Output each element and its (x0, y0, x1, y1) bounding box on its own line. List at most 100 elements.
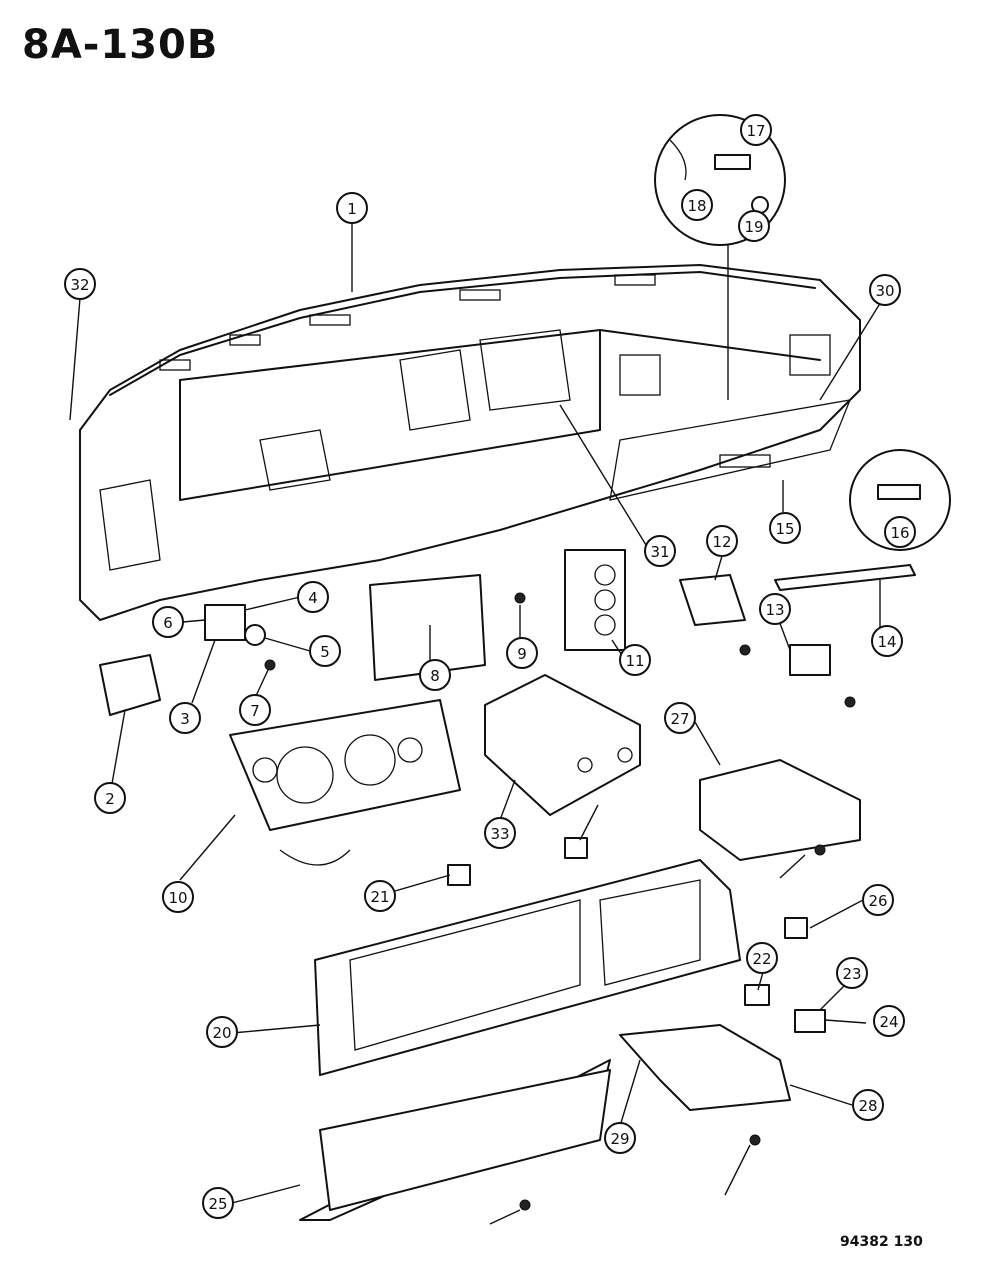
callout-circle (873, 1005, 905, 1037)
instrument-panel-illustration (79, 264, 861, 621)
callout-circle (202, 1187, 234, 1219)
callout-circle (836, 957, 868, 989)
callout-label: 24 (879, 1013, 898, 1031)
callout-circle (619, 644, 651, 676)
callout-label: 17 (746, 122, 765, 140)
callout-circle (862, 884, 894, 916)
callout-label: 33 (490, 825, 509, 843)
callout-label: 28 (858, 1097, 877, 1115)
callout-label: 20 (212, 1024, 231, 1042)
callout-21: 21 (364, 880, 396, 912)
callout-1: 1 (336, 192, 368, 224)
callout-circle (769, 512, 801, 544)
callout-circle (604, 1122, 636, 1154)
callout-label: 27 (670, 710, 689, 728)
callout-29: 29 (604, 1122, 636, 1154)
callout-5: 5 (309, 635, 341, 667)
callout-label: 19 (744, 218, 763, 236)
callout-label: 29 (610, 1130, 629, 1148)
callout-circle (297, 581, 329, 613)
callout-circle (664, 702, 696, 734)
callout-30: 30 (869, 274, 901, 306)
callout-circle (706, 525, 738, 557)
callout-8: 8 (419, 659, 451, 691)
callout-circle (871, 625, 903, 657)
callout-label: 2 (105, 790, 115, 808)
callout-13: 13 (759, 593, 791, 625)
callout-label: 18 (687, 197, 706, 215)
callout-24: 24 (873, 1005, 905, 1037)
callout-circle (738, 210, 770, 242)
callout-circle (681, 189, 713, 221)
callout-3: 3 (169, 702, 201, 734)
callout-label: 26 (868, 892, 887, 910)
callout-circle (152, 606, 184, 638)
callout-label: 25 (208, 1195, 227, 1213)
callout-17: 17 (740, 114, 772, 146)
callout-label: 23 (842, 965, 861, 983)
callout-19: 19 (738, 210, 770, 242)
callout-label: 14 (877, 633, 896, 651)
callout-label: 21 (370, 888, 389, 906)
callout-circle (852, 1089, 884, 1121)
callout-22: 22 (746, 942, 778, 974)
callout-32: 32 (64, 268, 96, 300)
callout-26: 26 (862, 884, 894, 916)
callout-label: 15 (775, 520, 794, 538)
figure-id: 8A-130B (22, 22, 219, 68)
callout-label: 7 (250, 702, 260, 720)
callout-4: 4 (297, 581, 329, 613)
callout-label: 9 (517, 645, 527, 663)
callout-33: 33 (484, 817, 516, 849)
callout-circle (364, 880, 396, 912)
callout-28: 28 (852, 1089, 884, 1121)
callout-circle (239, 694, 271, 726)
callout-label: 31 (650, 543, 669, 561)
callout-23: 23 (836, 957, 868, 989)
callout-label: 8 (430, 667, 440, 685)
callout-label: 22 (752, 950, 771, 968)
callout-label: 10 (168, 889, 187, 907)
callout-label: 12 (712, 533, 731, 551)
callout-circle (94, 782, 126, 814)
callout-leaders (69, 222, 885, 1225)
callout-circle (336, 192, 368, 224)
callout-circle (740, 114, 772, 146)
callout-16: 16 (884, 516, 916, 548)
callout-15: 15 (769, 512, 801, 544)
callout-circle (746, 942, 778, 974)
callout-25: 25 (202, 1187, 234, 1219)
callout-label: 13 (765, 601, 784, 619)
callout-18: 18 (681, 189, 713, 221)
callout-11: 11 (619, 644, 651, 676)
callout-label: 5 (320, 643, 330, 661)
callout-circle (759, 593, 791, 625)
callout-6: 6 (152, 606, 184, 638)
callout-circle (162, 881, 194, 913)
callout-label: 1 (347, 200, 357, 218)
part-illustrations (99, 114, 951, 1221)
figure-code: 94382 130 (840, 1234, 923, 1250)
callout-circle (644, 535, 676, 567)
callout-31: 31 (644, 535, 676, 567)
callout-label: 6 (163, 614, 173, 632)
callout-label: 16 (890, 524, 909, 542)
callout-label: 4 (308, 589, 318, 607)
callout-circle (309, 635, 341, 667)
callout-circle (484, 817, 516, 849)
callout-9: 9 (506, 637, 538, 669)
callout-14: 14 (871, 625, 903, 657)
callout-circle (419, 659, 451, 691)
callout-label: 11 (625, 652, 644, 670)
callout-circle (206, 1016, 238, 1048)
callout-27: 27 (664, 702, 696, 734)
callout-2: 2 (94, 782, 126, 814)
callout-circle (869, 274, 901, 306)
callout-label: 3 (180, 710, 190, 728)
callout-circle (506, 637, 538, 669)
callout-label: 32 (70, 276, 89, 294)
callout-20: 20 (206, 1016, 238, 1048)
callout-10: 10 (162, 881, 194, 913)
